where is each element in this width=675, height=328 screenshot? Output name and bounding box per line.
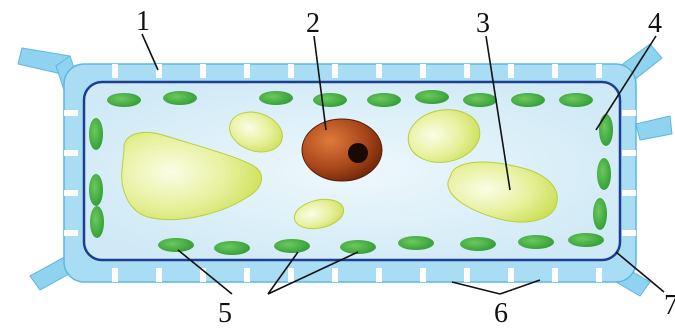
chloroplast	[568, 233, 604, 247]
chloroplast	[259, 91, 293, 105]
wall-pit	[244, 64, 250, 78]
label-5: 5	[218, 298, 232, 328]
chloroplast	[415, 90, 449, 104]
chloroplast	[163, 91, 197, 105]
chloroplast	[599, 114, 613, 146]
chloroplast	[158, 238, 194, 252]
wall-pit	[64, 190, 78, 196]
wall-pit	[552, 64, 558, 78]
wall-pit	[622, 190, 636, 196]
wall-pit	[288, 268, 294, 282]
wall-pit	[112, 268, 118, 282]
chloroplast	[90, 206, 104, 238]
nucleolus	[348, 143, 368, 163]
wall-pit	[244, 268, 250, 282]
wall-pit	[420, 64, 426, 78]
wall-pit	[376, 64, 382, 78]
chloroplast	[518, 235, 554, 249]
label-6: 6	[494, 298, 508, 328]
wall-pit	[376, 268, 382, 282]
chloroplast	[460, 237, 496, 251]
label-3: 3	[476, 8, 490, 39]
wall-pit	[332, 64, 338, 78]
label-4: 4	[648, 8, 662, 39]
wall-pit	[622, 110, 636, 116]
chloroplast	[313, 93, 347, 107]
wall-pit	[508, 64, 514, 78]
chloroplast	[463, 93, 497, 107]
wall-pit	[64, 110, 78, 116]
chloroplast	[274, 239, 310, 253]
chloroplast	[511, 93, 545, 107]
label-2: 2	[306, 8, 320, 39]
chloroplast	[367, 93, 401, 107]
wall-pit	[200, 64, 206, 78]
wall-pit	[156, 268, 162, 282]
wall-pit	[64, 150, 78, 156]
chloroplast	[107, 93, 141, 107]
wall-pit	[420, 268, 426, 282]
wall-pit	[288, 64, 294, 78]
wall-pit	[64, 230, 78, 236]
wall-pit	[622, 150, 636, 156]
wall-pit	[508, 268, 514, 282]
wall-pit	[622, 230, 636, 236]
nucleus	[302, 119, 382, 181]
chloroplast	[340, 240, 376, 254]
chloroplast	[214, 241, 250, 255]
chloroplast	[597, 158, 611, 190]
chloroplast	[89, 118, 103, 150]
wall-pit	[332, 268, 338, 282]
wall-pit	[596, 64, 602, 78]
wall-pit	[464, 268, 470, 282]
wall-pit	[552, 268, 558, 282]
chloroplast	[559, 93, 593, 107]
chloroplast	[89, 174, 103, 206]
label-7: 7	[664, 290, 675, 321]
wall-pit	[596, 268, 602, 282]
wall-pit	[112, 64, 118, 78]
label-1: 1	[136, 6, 150, 37]
chloroplast	[593, 198, 607, 230]
chloroplast	[398, 236, 434, 250]
wall-pit	[464, 64, 470, 78]
